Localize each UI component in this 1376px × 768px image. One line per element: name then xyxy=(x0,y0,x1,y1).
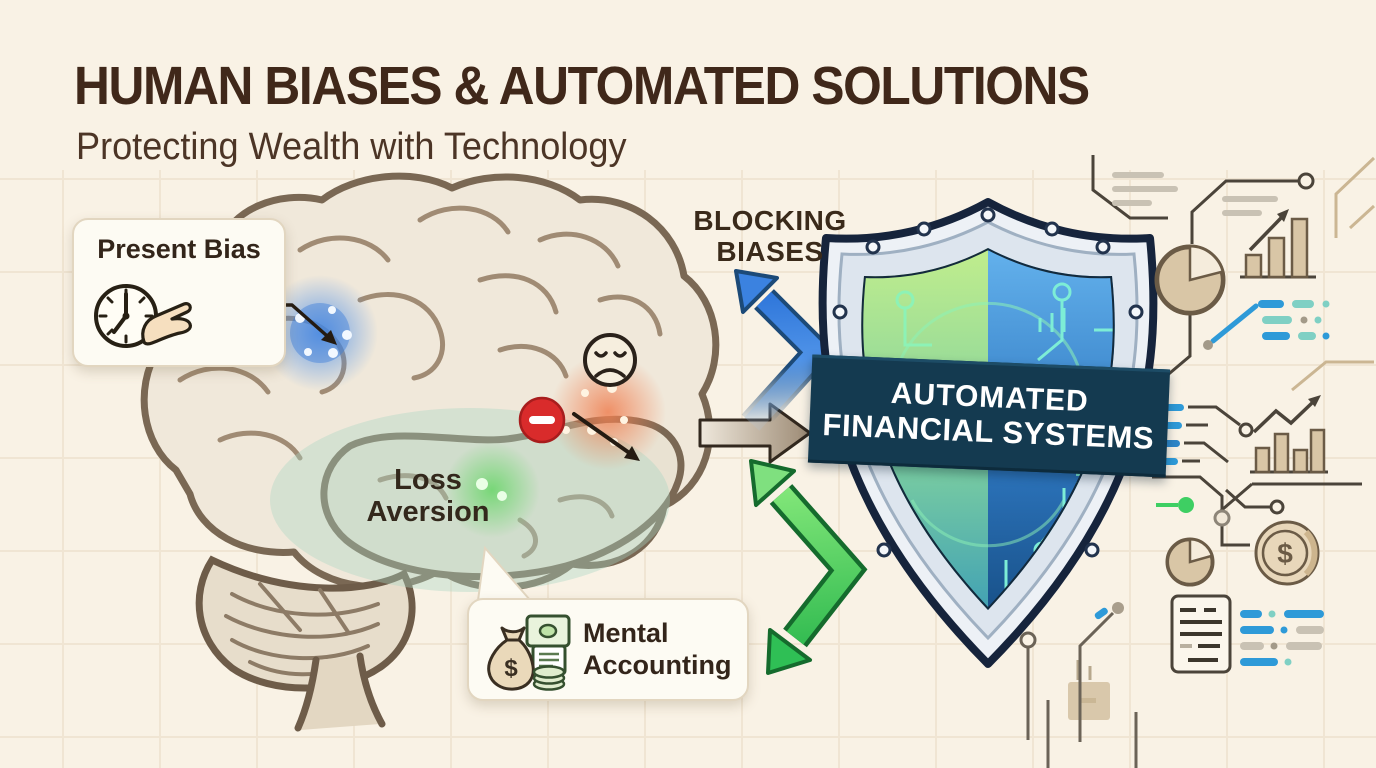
mental-accounting-label: Mental Accounting xyxy=(583,618,732,680)
trend-arrow-icon xyxy=(1248,209,1289,252)
text-placeholder-bars xyxy=(1112,172,1278,216)
bar-chart-icon-2 xyxy=(1215,395,1362,517)
loss-aversion-label: Loss Aversion xyxy=(366,464,490,529)
svg-text:$: $ xyxy=(1277,538,1293,569)
page-subtitle: Protecting Wealth with Technology xyxy=(76,126,627,168)
data-dashes-mid xyxy=(1158,404,1254,465)
page-title: HUMAN BIASES & AUTOMATED SOLUTIONS xyxy=(74,56,1090,116)
blocking-biases-arrow xyxy=(734,269,837,434)
clock-hand-icon xyxy=(94,284,192,348)
present-bias-callout: Present Bias xyxy=(72,218,286,367)
document-icon xyxy=(1170,594,1232,674)
sad-face-icon xyxy=(583,333,637,387)
loss-aversion-arrow xyxy=(572,412,640,461)
pie-chart-icon xyxy=(1154,244,1226,316)
money-bag-icon: $ xyxy=(487,614,571,691)
pie-chart-icon-2 xyxy=(1165,537,1215,587)
shield-banner: AUTOMATED FINANCIAL SYSTEMS xyxy=(807,354,1171,478)
protection-arrow xyxy=(749,459,868,675)
present-bias-label: Present Bias xyxy=(97,234,261,264)
data-dashes-upper xyxy=(1203,300,1330,350)
data-dashes-lower xyxy=(1240,610,1324,666)
circuit-trace-bottom xyxy=(1019,602,1138,768)
circuit-trace-top xyxy=(1091,155,1315,380)
chip-icon xyxy=(1068,660,1110,720)
fintech-doodles: $ xyxy=(1019,155,1376,768)
bar-chart-icon xyxy=(1240,209,1316,279)
brain-stem xyxy=(294,652,386,732)
svg-text:$: $ xyxy=(504,655,518,682)
loss-aversion-glow xyxy=(444,442,540,538)
minus-icon xyxy=(518,396,566,444)
blocking-biases-label: BLOCKING BIASES xyxy=(693,205,847,267)
dollar-coin-icon: $ xyxy=(1254,520,1320,586)
mental-accounting-callout: $ Mental Accounting xyxy=(467,598,749,701)
circuit-trace-right xyxy=(1291,156,1376,392)
circuit-node-cluster xyxy=(1152,475,1285,547)
banner-line2: FINANCIAL SYSTEMS xyxy=(821,406,1155,456)
